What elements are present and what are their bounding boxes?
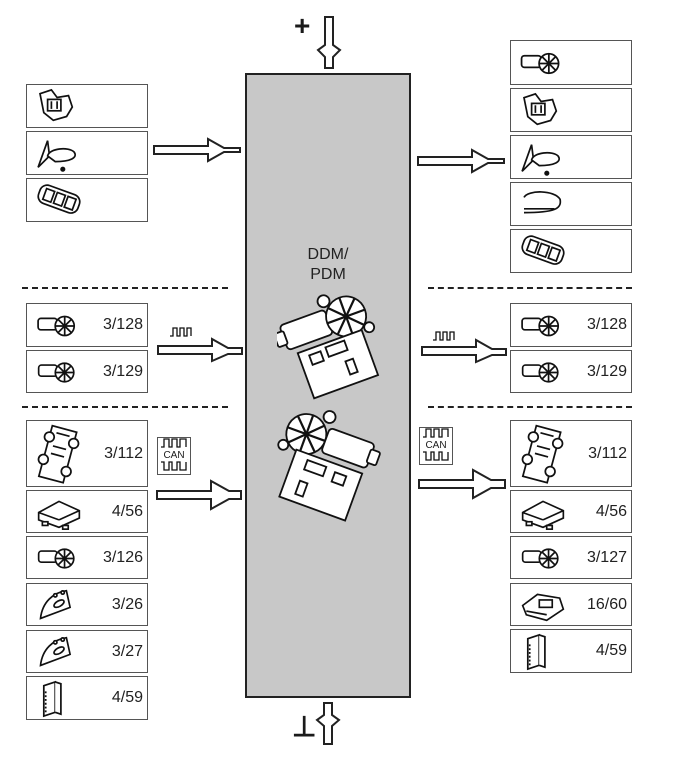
component-label: 3/129 bbox=[102, 362, 143, 380]
component-label: 3/112 bbox=[588, 444, 627, 462]
component-label: 4/59 bbox=[111, 689, 143, 706]
output-arrow-b-icon bbox=[421, 338, 507, 364]
module-title: DDM/ PDM bbox=[247, 245, 409, 285]
window-motor-icon bbox=[37, 362, 75, 383]
input-arrow-a-icon bbox=[153, 137, 241, 163]
switch-panel-icon bbox=[521, 235, 565, 265]
window-motor-icon bbox=[521, 548, 559, 569]
can-low-wave-icon bbox=[161, 461, 187, 471]
output-component-box: 3/127 bbox=[510, 536, 632, 579]
input-component-box: 3/26 bbox=[26, 583, 148, 626]
component-label: 3/128 bbox=[586, 316, 627, 333]
input-component-box: 3/112 bbox=[26, 420, 148, 487]
output-component-box: 3/129 bbox=[510, 350, 632, 393]
separator-right-1 bbox=[428, 287, 632, 289]
pulse-signal-icon bbox=[170, 327, 192, 337]
output-component-box bbox=[510, 229, 632, 273]
separator-left-2 bbox=[22, 406, 228, 408]
input-component-box: 3/27 bbox=[26, 630, 148, 673]
can-bus-badge-right: CAN bbox=[419, 427, 453, 465]
audio-unit-icon bbox=[521, 593, 565, 622]
input-component-box bbox=[26, 84, 148, 128]
window-motor-icon bbox=[521, 362, 559, 383]
window-regulator-icon bbox=[523, 92, 558, 126]
component-label: 3/129 bbox=[586, 362, 627, 380]
window-regulator-icon bbox=[39, 88, 74, 122]
output-component-box: 3/112 bbox=[510, 420, 632, 487]
output-component-box bbox=[510, 135, 632, 179]
door-module-motor-icon bbox=[277, 294, 380, 400]
module-title-line1: DDM/ bbox=[307, 246, 349, 263]
window-motor-icon bbox=[520, 52, 560, 75]
window-motor-icon bbox=[37, 315, 76, 337]
connector-module-icon bbox=[42, 680, 62, 718]
output-arrow-c-icon bbox=[418, 468, 506, 500]
input-arrow-b-icon bbox=[157, 337, 243, 363]
door-mirror-icon bbox=[521, 144, 560, 176]
door-mirror-icon bbox=[37, 140, 76, 172]
can-low-wave-icon bbox=[423, 451, 449, 461]
input-component-box: 4/59 bbox=[26, 676, 148, 720]
component-label: 3/26 bbox=[111, 595, 143, 613]
ground-symbol: ⊥ bbox=[292, 711, 317, 742]
input-arrow-c-icon bbox=[156, 479, 242, 511]
output-component-box bbox=[510, 88, 632, 132]
pulse-signal-icon bbox=[433, 331, 455, 341]
output-component-box: 16/60 bbox=[510, 583, 632, 626]
module-title-line2: PDM bbox=[310, 266, 346, 283]
separator-left-1 bbox=[22, 287, 228, 289]
component-label: 3/27 bbox=[111, 642, 143, 660]
mirror-cover-icon bbox=[523, 191, 562, 214]
door-module-motor-icon bbox=[277, 410, 381, 522]
output-component-box: 4/59 bbox=[510, 629, 632, 673]
door-light-icon bbox=[39, 636, 72, 667]
can-high-wave-icon bbox=[161, 438, 187, 448]
power-in-arrow-icon bbox=[316, 16, 342, 69]
door-light-icon bbox=[39, 589, 72, 620]
window-motor-icon bbox=[37, 548, 75, 569]
component-label: 3/112 bbox=[104, 444, 143, 462]
input-component-box: 3/126 bbox=[26, 536, 148, 579]
component-label: 4/56 bbox=[111, 502, 143, 520]
control-module-icon bbox=[521, 424, 564, 484]
connector-module-icon bbox=[526, 633, 546, 671]
output-component-box: 4/56 bbox=[510, 490, 632, 533]
window-motor-icon bbox=[521, 315, 560, 337]
can-label: CAN bbox=[163, 450, 185, 461]
component-label: 3/128 bbox=[102, 316, 143, 333]
ground-out-arrow-icon bbox=[315, 702, 341, 745]
output-arrow-a-icon bbox=[417, 148, 505, 174]
output-component-box: 3/128 bbox=[510, 303, 632, 347]
component-label: 3/126 bbox=[102, 548, 143, 566]
input-component-box: 3/128 bbox=[26, 303, 148, 347]
seat-module-icon bbox=[521, 500, 565, 530]
component-label: 4/59 bbox=[595, 642, 627, 659]
component-label: 16/60 bbox=[586, 595, 627, 613]
control-module-icon bbox=[37, 424, 80, 484]
can-high-wave-icon bbox=[423, 428, 449, 438]
input-component-box: 4/56 bbox=[26, 490, 148, 533]
component-label: 4/56 bbox=[595, 502, 627, 520]
input-component-box bbox=[26, 131, 148, 175]
can-bus-badge-left: CAN bbox=[157, 437, 191, 475]
separator-right-2 bbox=[428, 406, 632, 408]
input-component-box bbox=[26, 178, 148, 222]
seat-module-icon bbox=[37, 500, 81, 530]
component-label: 3/127 bbox=[586, 548, 627, 566]
output-component-box bbox=[510, 182, 632, 226]
input-component-box: 3/129 bbox=[26, 350, 148, 393]
can-label: CAN bbox=[425, 440, 447, 451]
output-component-box bbox=[510, 40, 632, 85]
switch-panel-icon bbox=[37, 184, 81, 214]
power-plus-symbol: + bbox=[294, 10, 311, 41]
ddm-pdm-module: DDM/ PDM bbox=[245, 73, 411, 698]
